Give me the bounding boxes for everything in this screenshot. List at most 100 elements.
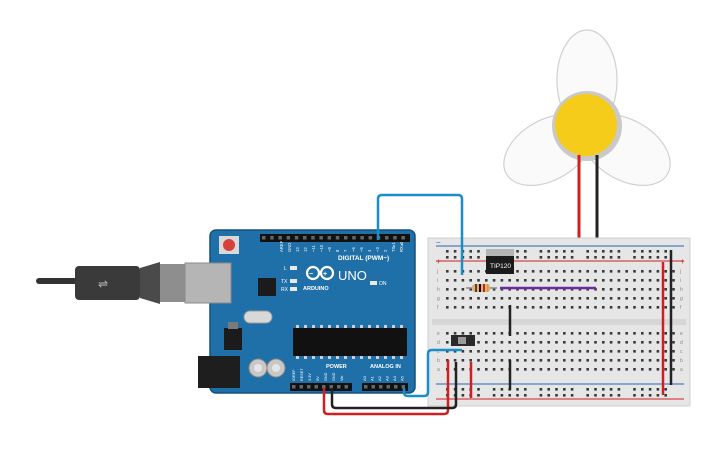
breadboard-hole[interactable] [492,288,496,291]
breadboard-hole[interactable] [485,350,488,353]
rail-hole[interactable] [633,394,636,397]
header-hole[interactable] [337,385,341,389]
breadboard-hole[interactable] [477,306,480,309]
breadboard-hole[interactable] [461,350,465,353]
rail-hole[interactable] [524,250,527,253]
breadboard-hole[interactable] [516,332,519,335]
breadboard-hole[interactable] [586,350,589,353]
breadboard-hole[interactable] [578,297,582,300]
breadboard-hole[interactable] [563,341,566,344]
breadboard-hole[interactable] [672,368,675,371]
breadboard-hole[interactable] [609,368,613,371]
breadboard-hole[interactable] [641,368,644,371]
breadboard-hole[interactable] [500,279,504,282]
rail-hole[interactable] [641,256,644,259]
rail-hole[interactable] [500,394,504,397]
header-hole[interactable] [335,236,340,240]
breadboard-hole[interactable] [531,297,535,300]
breadboard-hole[interactable] [609,350,613,353]
breadboard-hole[interactable] [516,368,519,371]
breadboard-hole[interactable] [664,270,667,273]
breadboard-hole[interactable] [578,359,582,362]
breadboard-hole[interactable] [625,359,628,362]
breadboard-hole[interactable] [555,270,558,273]
breadboard-hole[interactable] [672,306,675,309]
breadboard-hole[interactable] [508,297,511,300]
header-hole[interactable] [307,385,311,389]
breadboard-hole[interactable] [602,297,605,300]
rail-hole[interactable] [524,394,527,397]
rail-hole[interactable] [524,256,527,259]
breadboard-hole[interactable] [485,341,488,344]
rail-hole[interactable] [602,256,605,259]
breadboard-hole[interactable] [625,350,628,353]
rail-hole[interactable] [539,394,543,397]
breadboard-hole[interactable] [555,288,558,291]
breadboard-hole[interactable] [524,350,527,353]
breadboard-hole[interactable] [602,306,605,309]
breadboard-hole[interactable] [547,368,550,371]
header-hole[interactable] [286,236,291,240]
breadboard-hole[interactable] [531,341,535,344]
breadboard-hole[interactable] [477,341,480,344]
breadboard-hole[interactable] [617,350,621,353]
header-hole[interactable] [292,385,296,389]
breadboard-hole[interactable] [547,359,550,362]
breadboard-hole[interactable] [641,297,644,300]
breadboard-hole[interactable] [485,368,488,371]
breadboard-hole[interactable] [539,359,543,362]
rail-hole[interactable] [648,394,652,397]
rail-hole[interactable] [664,256,667,259]
digital-header[interactable] [260,234,410,242]
breadboard-hole[interactable] [586,279,589,282]
rail-hole[interactable] [664,394,667,397]
breadboard-hole[interactable] [531,306,535,309]
breadboard-hole[interactable] [672,359,675,362]
breadboard-hole[interactable] [446,270,449,273]
header-hole[interactable] [401,385,406,389]
rail-hole[interactable] [547,250,550,253]
breadboard-hole[interactable] [656,332,660,335]
header-hole[interactable] [352,236,356,240]
breadboard-hole[interactable] [531,350,535,353]
breadboard-hole[interactable] [633,279,636,282]
breadboard-hole[interactable] [555,279,558,282]
breadboard-hole[interactable] [648,288,652,291]
analog-header[interactable] [362,383,408,391]
header-hole[interactable] [299,385,304,389]
rail-hole[interactable] [524,388,527,391]
rail-hole[interactable] [617,250,621,253]
rail-hole[interactable] [563,250,566,253]
breadboard-hole[interactable] [609,341,613,344]
rail-hole[interactable] [648,256,652,259]
breadboard-hole[interactable] [656,270,660,273]
breadboard-hole[interactable] [602,332,605,335]
breadboard-hole[interactable] [539,368,543,371]
breadboard-hole[interactable] [563,332,566,335]
breadboard-hole[interactable] [500,359,504,362]
breadboard-hole[interactable] [547,350,550,353]
breadboard-hole[interactable] [453,332,457,335]
breadboard-hole[interactable] [672,279,675,282]
breadboard-hole[interactable] [602,288,605,291]
rail-hole[interactable] [461,388,465,391]
rail-hole[interactable] [516,394,519,397]
rail-hole[interactable] [641,250,644,253]
breadboard-hole[interactable] [586,332,589,335]
rail-hole[interactable] [492,394,496,397]
header-hole[interactable] [379,385,383,389]
breadboard-hole[interactable] [485,306,488,309]
breadboard-hole[interactable] [446,306,449,309]
breadboard-hole[interactable] [609,332,613,335]
breadboard-hole[interactable] [672,341,675,344]
header-hole[interactable] [393,236,397,240]
breadboard-hole[interactable] [531,332,535,335]
red-power-wire[interactable] [322,360,450,416]
breadboard-hole[interactable] [485,332,488,335]
breadboard-hole[interactable] [539,270,543,273]
breadboard-hole[interactable] [508,341,511,344]
breadboard-hole[interactable] [531,270,535,273]
breadboard-hole[interactable] [641,341,644,344]
breadboard-hole[interactable] [656,306,660,309]
breadboard-hole[interactable] [617,288,621,291]
